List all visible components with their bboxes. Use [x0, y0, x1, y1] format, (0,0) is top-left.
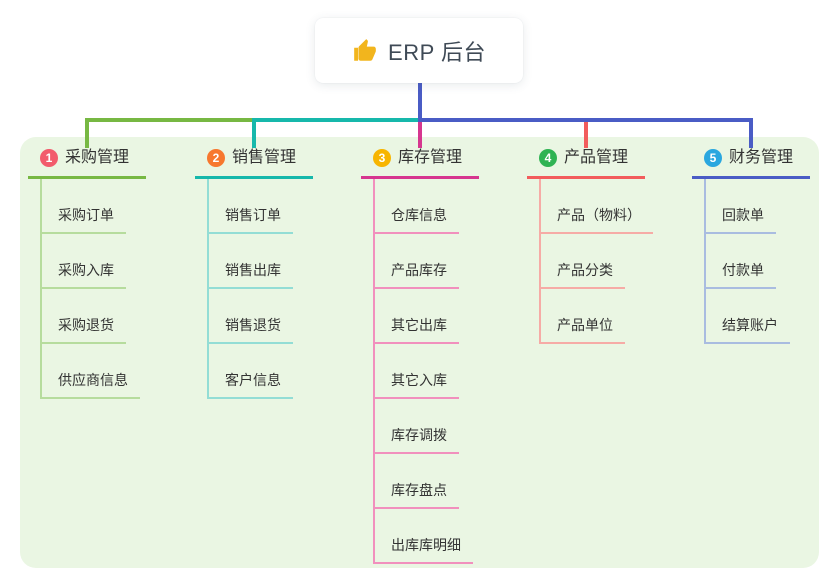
branch-4-children: 产品（物料） 产品分类产品单位 [527, 179, 653, 344]
branch-5-item-2[interactable]: 付款单 [704, 260, 776, 289]
branch-2-row-1: 销售订单 [207, 179, 313, 234]
branch-5-number-badge: 5 [704, 149, 722, 167]
branch-1-row-1: 采购订单 [40, 179, 146, 234]
branch-3-row-6: 库存盘点 [373, 454, 479, 509]
connector-root-drop [418, 83, 422, 122]
branch-5-item-1[interactable]: 回款单 [704, 205, 776, 234]
branch-3-label: 库存管理 [398, 149, 463, 166]
branch-2-item-1[interactable]: 销售订单 [207, 205, 293, 234]
thumbs-up-icon [354, 38, 376, 61]
branch-2-row-4: 客户信息 [207, 344, 313, 399]
connector-drop-2 [252, 118, 256, 148]
branch-5-row-1: 回款单 [704, 179, 810, 234]
branch-5-children-connector [704, 179, 706, 343]
branch-3: 3 库存管理仓库信息产品库存其它出库其它入库库存调拨库存盘点出库库明细 [361, 146, 479, 564]
branch-5: 5 财务管理回款单付款单结算账户 [692, 146, 810, 344]
branch-3-number-badge: 3 [373, 149, 391, 167]
branch-1-children-connector [40, 179, 42, 398]
branch-3-item-6[interactable]: 库存盘点 [373, 480, 459, 509]
branch-3-item-4[interactable]: 其它入库 [373, 370, 459, 399]
branch-4-item-2[interactable]: 产品分类 [539, 260, 625, 289]
branch-1-row-4: 供应商信息 [40, 344, 146, 399]
branch-5-row-2: 付款单 [704, 234, 810, 289]
branch-1-label: 采购管理 [65, 149, 130, 166]
root-title: ERP 后台 [388, 39, 486, 65]
branch-3-item-2[interactable]: 产品库存 [373, 260, 459, 289]
connector-drop-5 [749, 118, 753, 148]
branch-2-header[interactable]: 2 销售管理 [195, 146, 313, 179]
branch-2-item-2[interactable]: 销售出库 [207, 260, 293, 289]
branch-2-children-connector [207, 179, 209, 398]
branch-4-item-3[interactable]: 产品单位 [539, 315, 625, 344]
branch-3-children: 仓库信息产品库存其它出库其它入库库存调拨库存盘点出库库明细 [361, 179, 479, 564]
branch-1: 1 采购管理采购订单采购入库采购退货供应商信息 [28, 146, 146, 399]
branch-2-label: 销售管理 [232, 149, 297, 166]
branch-1-header[interactable]: 1 采购管理 [28, 146, 146, 179]
branch-2-number-badge: 2 [207, 149, 225, 167]
connector-bus-segment-1 [85, 118, 252, 122]
connector-bus-segment-2 [252, 118, 418, 122]
branch-1-item-4[interactable]: 供应商信息 [40, 370, 140, 399]
branch-1-item-3[interactable]: 采购退货 [40, 315, 126, 344]
branch-5-row-3: 结算账户 [704, 289, 810, 344]
branch-1-row-3: 采购退货 [40, 289, 146, 344]
branch-3-row-3: 其它出库 [373, 289, 479, 344]
branch-4-row-2: 产品分类 [539, 234, 653, 289]
branch-3-row-4: 其它入库 [373, 344, 479, 399]
branch-3-row-1: 仓库信息 [373, 179, 479, 234]
branch-2: 2 销售管理销售订单销售出库销售退货客户信息 [195, 146, 313, 399]
connector-bus-segment-3 [418, 118, 753, 122]
branch-4-header[interactable]: 4 产品管理 [527, 146, 645, 179]
branch-3-row-2: 产品库存 [373, 234, 479, 289]
branch-1-item-2[interactable]: 采购入库 [40, 260, 126, 289]
branch-4-row-1: 产品（物料） [539, 179, 653, 234]
branch-3-item-3[interactable]: 其它出库 [373, 315, 459, 344]
branch-4-row-3: 产品单位 [539, 289, 653, 344]
branch-1-item-1[interactable]: 采购订单 [40, 205, 126, 234]
branch-3-header[interactable]: 3 库存管理 [361, 146, 479, 179]
branch-2-children: 销售订单销售出库销售退货客户信息 [195, 179, 313, 399]
branch-1-children: 采购订单采购入库采购退货供应商信息 [28, 179, 146, 399]
branch-3-row-7: 出库库明细 [373, 509, 479, 564]
connector-drop-1 [85, 118, 89, 148]
branch-5-item-3[interactable]: 结算账户 [704, 315, 790, 344]
branch-4-label: 产品管理 [564, 149, 629, 166]
branch-2-item-3[interactable]: 销售退货 [207, 315, 293, 344]
branch-3-children-connector [373, 179, 375, 563]
branch-5-children: 回款单付款单结算账户 [692, 179, 810, 344]
branch-1-number-badge: 1 [40, 149, 58, 167]
branch-1-row-2: 采购入库 [40, 234, 146, 289]
connector-drop-3 [418, 122, 422, 148]
branch-2-item-4[interactable]: 客户信息 [207, 370, 293, 399]
branch-5-header[interactable]: 5 财务管理 [692, 146, 810, 179]
branch-4-item-1[interactable]: 产品（物料） [539, 205, 653, 234]
branches-background-panel [20, 137, 819, 568]
root-node[interactable]: ERP 后台 [315, 18, 523, 83]
branch-2-row-3: 销售退货 [207, 289, 313, 344]
branch-3-item-7[interactable]: 出库库明细 [373, 535, 473, 564]
branch-3-row-5: 库存调拨 [373, 399, 479, 454]
branch-3-item-5[interactable]: 库存调拨 [373, 425, 459, 454]
connector-drop-4 [584, 122, 588, 148]
branch-4-number-badge: 4 [539, 149, 557, 167]
branch-3-item-1[interactable]: 仓库信息 [373, 205, 459, 234]
branch-4-children-connector [539, 179, 541, 343]
branch-4: 4 产品管理产品（物料） 产品分类产品单位 [527, 146, 653, 344]
branch-2-row-2: 销售出库 [207, 234, 313, 289]
branch-5-label: 财务管理 [729, 149, 794, 166]
